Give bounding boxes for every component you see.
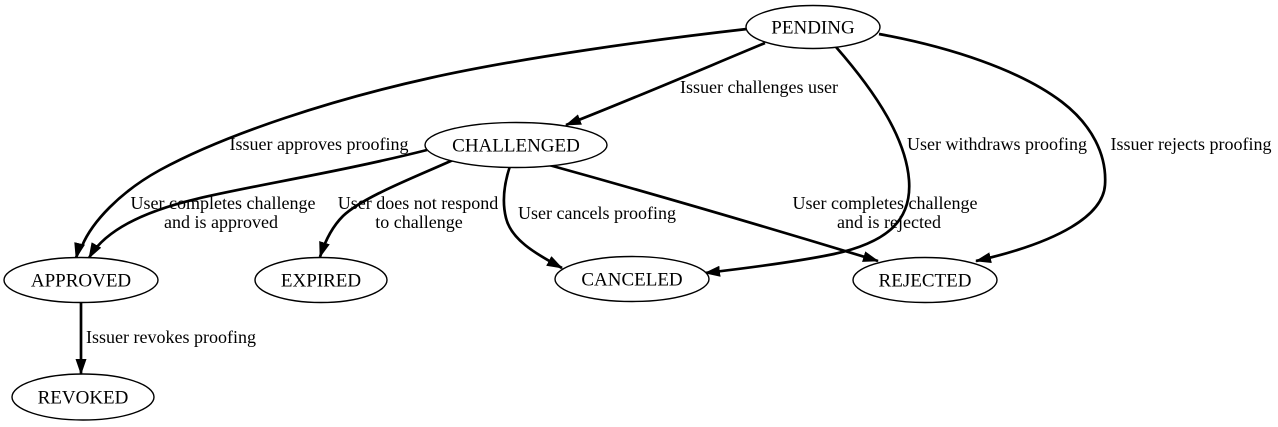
edge-label-user-completes-challenge-approved-line1: User completes challenge: [131, 193, 316, 213]
node-rejected-shape: [852, 256, 998, 304]
node-challenged-shape: [424, 121, 608, 169]
edge-label-user-cancels-proofing: User cancels proofing: [518, 203, 676, 223]
edge-label-issuer-revokes-proofing: Issuer revokes proofing: [86, 327, 256, 347]
edge-label-user-withdraws-proofing: User withdraws proofing: [907, 134, 1087, 154]
edge-pending-rejected: [878, 32, 1107, 264]
edges: [74, 27, 1107, 375]
edge-label-issuer-rejects-proofing: Issuer rejects proofing: [1111, 134, 1272, 154]
node-approved: APPROVED: [3, 256, 159, 304]
edge-challenged-rejected: [548, 163, 879, 263]
edge-label-issuer-challenges-user: Issuer challenges user: [680, 77, 838, 97]
edge-challenged-approved: [87, 148, 428, 259]
node-revoked-label: REVOKED: [38, 388, 129, 409]
node-expired: EXPIRED: [254, 256, 388, 304]
edge-labels: Issuer challenges user Issuer approves p…: [86, 77, 1271, 347]
node-canceled: CANCELED: [554, 255, 710, 303]
node-challenged: CHALLENGED: [424, 121, 608, 169]
edge-label-user-completes-challenge-approved-line2: and is approved: [164, 212, 278, 232]
node-approved-label: APPROVED: [31, 271, 131, 292]
nodes: PENDING CHALLENGED APPROVED EXPIRED CANC…: [3, 4, 998, 421]
edge-label-user-does-not-respond-line1: User does not respond: [338, 193, 498, 213]
node-pending: PENDING: [745, 4, 881, 50]
node-expired-shape: [254, 256, 388, 304]
node-revoked: REVOKED: [11, 373, 155, 421]
edge-pending-challenged: [565, 41, 766, 127]
node-rejected-label: REJECTED: [879, 271, 972, 292]
edge-pending-approved: [74, 27, 748, 259]
node-pending-label: PENDING: [771, 18, 855, 39]
edge-challenged-expired: [318, 158, 454, 258]
node-expired-label: EXPIRED: [281, 271, 361, 292]
node-approved-shape: [3, 256, 159, 304]
edge-label-user-completes-challenge-rejected-line1: User completes challenge: [793, 193, 978, 213]
node-revoked-shape: [11, 373, 155, 421]
node-challenged-label: CHALLENGED: [452, 136, 580, 157]
edge-challenged-canceled: [502, 165, 563, 270]
edge-label-user-completes-challenge-rejected-line2: and is rejected: [837, 212, 941, 232]
node-canceled-shape: [554, 255, 710, 303]
node-canceled-label: CANCELED: [581, 270, 682, 291]
edge-label-issuer-approves-proofing: Issuer approves proofing: [230, 134, 409, 154]
edge-pending-canceled: [704, 46, 911, 277]
node-rejected: REJECTED: [852, 256, 998, 304]
edge-label-user-does-not-respond-line2: to challenge: [375, 212, 462, 232]
node-pending-shape: [745, 4, 881, 50]
